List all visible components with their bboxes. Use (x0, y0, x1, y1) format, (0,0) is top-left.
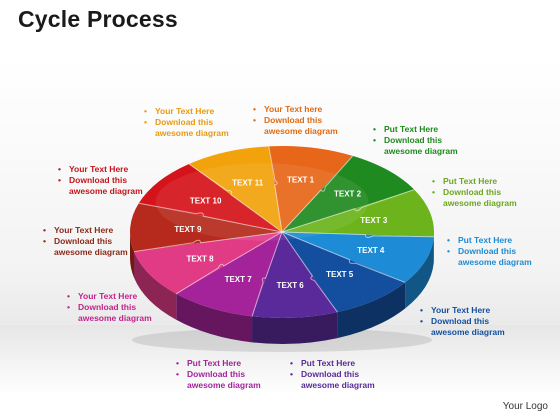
annotation-text-2: Put Text Here Download this awesome diag… (372, 124, 458, 157)
segment-label-10: TEXT 10 (190, 197, 222, 206)
page-title: Cycle Process (18, 6, 178, 32)
pie-slice-4 (282, 232, 434, 283)
annotation-text-5: Your Text Here Download this awesome dia… (419, 305, 505, 338)
seam-10 (138, 202, 283, 233)
pie-slice-9 (130, 203, 282, 252)
pie-top (130, 146, 434, 318)
seam-3 (281, 189, 415, 233)
pie-labels: TEXT 1 TEXT 2 TEXT 3 TEXT 4 TEXT 5 TEXT 6 TEXT… (174, 176, 388, 290)
seam-4 (281, 231, 434, 238)
segment-label-2: TEXT 2 (334, 190, 362, 199)
segment-label-4: TEXT 4 (357, 246, 385, 255)
annotation-line: awesome diagram (78, 313, 152, 323)
annotation-line: awesome diagram (54, 247, 128, 257)
pie-side-9 (130, 232, 135, 278)
segment-label-8: TEXT 8 (186, 254, 214, 263)
annotation-text-6: Put Text Here Download this awesome diag… (289, 358, 375, 391)
segment-label-9: TEXT 9 (174, 225, 202, 234)
annotation-text-11: Your Text Here Download this awesome dia… (143, 106, 229, 139)
seam-6 (281, 231, 338, 313)
seam-9 (133, 231, 283, 253)
pie-slice-5 (282, 232, 406, 313)
logo-text: Your Logo (502, 401, 548, 412)
annotation-text-8: Your Text Here Download this awesome dia… (66, 291, 152, 324)
annotation-line: Download this (143, 117, 229, 128)
pie-side-8 (134, 251, 177, 320)
annotation-line: Your Text here (252, 104, 338, 115)
annotation-line: awesome diagram (155, 128, 229, 138)
annotation-text-9: Your Text Here Download this awesome dia… (42, 225, 128, 258)
annotation-line: Download this (252, 115, 338, 126)
seam-5 (281, 231, 406, 283)
pie-slice-3 (282, 189, 434, 237)
segment-label-5: TEXT 5 (326, 270, 354, 279)
annotation-line: Put Text Here (431, 176, 517, 187)
annotation-line: Put Text Here (175, 358, 261, 369)
annotation-line: Download this (175, 369, 261, 380)
annotation-line: Download this (446, 246, 532, 257)
annotation-line: Your Text Here (419, 305, 505, 316)
seam-1 (268, 146, 283, 233)
segment-label-1: TEXT 1 (287, 176, 315, 185)
annotation-line: Your Text Here (57, 164, 143, 175)
pie-side-4 (405, 236, 434, 309)
seam-7 (251, 231, 283, 317)
segment-label-7: TEXT 7 (225, 275, 253, 284)
annotation-line: Put Text Here (289, 358, 375, 369)
annotation-line: awesome diagram (458, 257, 532, 267)
annotation-text-7: Put Text Here Download this awesome diag… (175, 358, 261, 391)
pie-slice-11 (188, 146, 282, 232)
pie-slice-6 (252, 232, 338, 318)
annotation-line: Download this (431, 187, 517, 198)
annotation-text-1: Your Text here Download this awesome dia… (252, 104, 338, 137)
annotation-line: awesome diagram (431, 327, 505, 337)
pie-slice-10 (138, 163, 282, 232)
annotation-text-10: Your Text Here Download this awesome dia… (57, 164, 143, 197)
pie-side-7 (176, 293, 253, 343)
pie-slice-7 (176, 232, 282, 317)
pie-slice-8 (134, 232, 282, 294)
annotation-line: awesome diagram (187, 380, 261, 390)
puzzle-seams (133, 146, 434, 317)
segment-label-3: TEXT 3 (360, 216, 388, 225)
pie-sides (130, 232, 434, 344)
annotation-line: Download this (419, 316, 505, 327)
seam-11 (188, 163, 283, 233)
pie-gloss (155, 163, 369, 241)
annotation-line: Download this (42, 236, 128, 247)
annotation-text-4: Put Text Here Download this awesome diag… (446, 235, 532, 268)
annotation-line: Download this (289, 369, 375, 380)
seam-8 (175, 231, 283, 295)
pie-slice-1 (268, 146, 353, 232)
segment-label-6: TEXT 6 (277, 281, 305, 290)
annotation-line: awesome diagram (301, 380, 375, 390)
annotation-line: awesome diagram (443, 198, 517, 208)
seam-2 (281, 155, 354, 233)
annotation-line: Your Text Here (143, 106, 229, 117)
annotation-line: awesome diagram (264, 126, 338, 136)
annotation-line: Put Text Here (372, 124, 458, 135)
pie-side-6 (252, 312, 338, 344)
annotation-line: awesome diagram (69, 186, 143, 196)
annotation-line: Download this (57, 175, 143, 186)
segment-label-11: TEXT 11 (232, 178, 264, 187)
annotation-line: Put Text Here (446, 235, 532, 246)
annotation-line: Download this (372, 135, 458, 146)
pie-side-5 (337, 282, 406, 339)
annotation-line: awesome diagram (384, 146, 458, 156)
annotation-line: Your Text Here (42, 225, 128, 236)
pie-slice-2 (282, 155, 415, 232)
annotation-line: Download this (66, 302, 152, 313)
annotation-line: Your Text Here (66, 291, 152, 302)
annotation-text-3: Put Text Here Download this awesome diag… (431, 176, 517, 209)
